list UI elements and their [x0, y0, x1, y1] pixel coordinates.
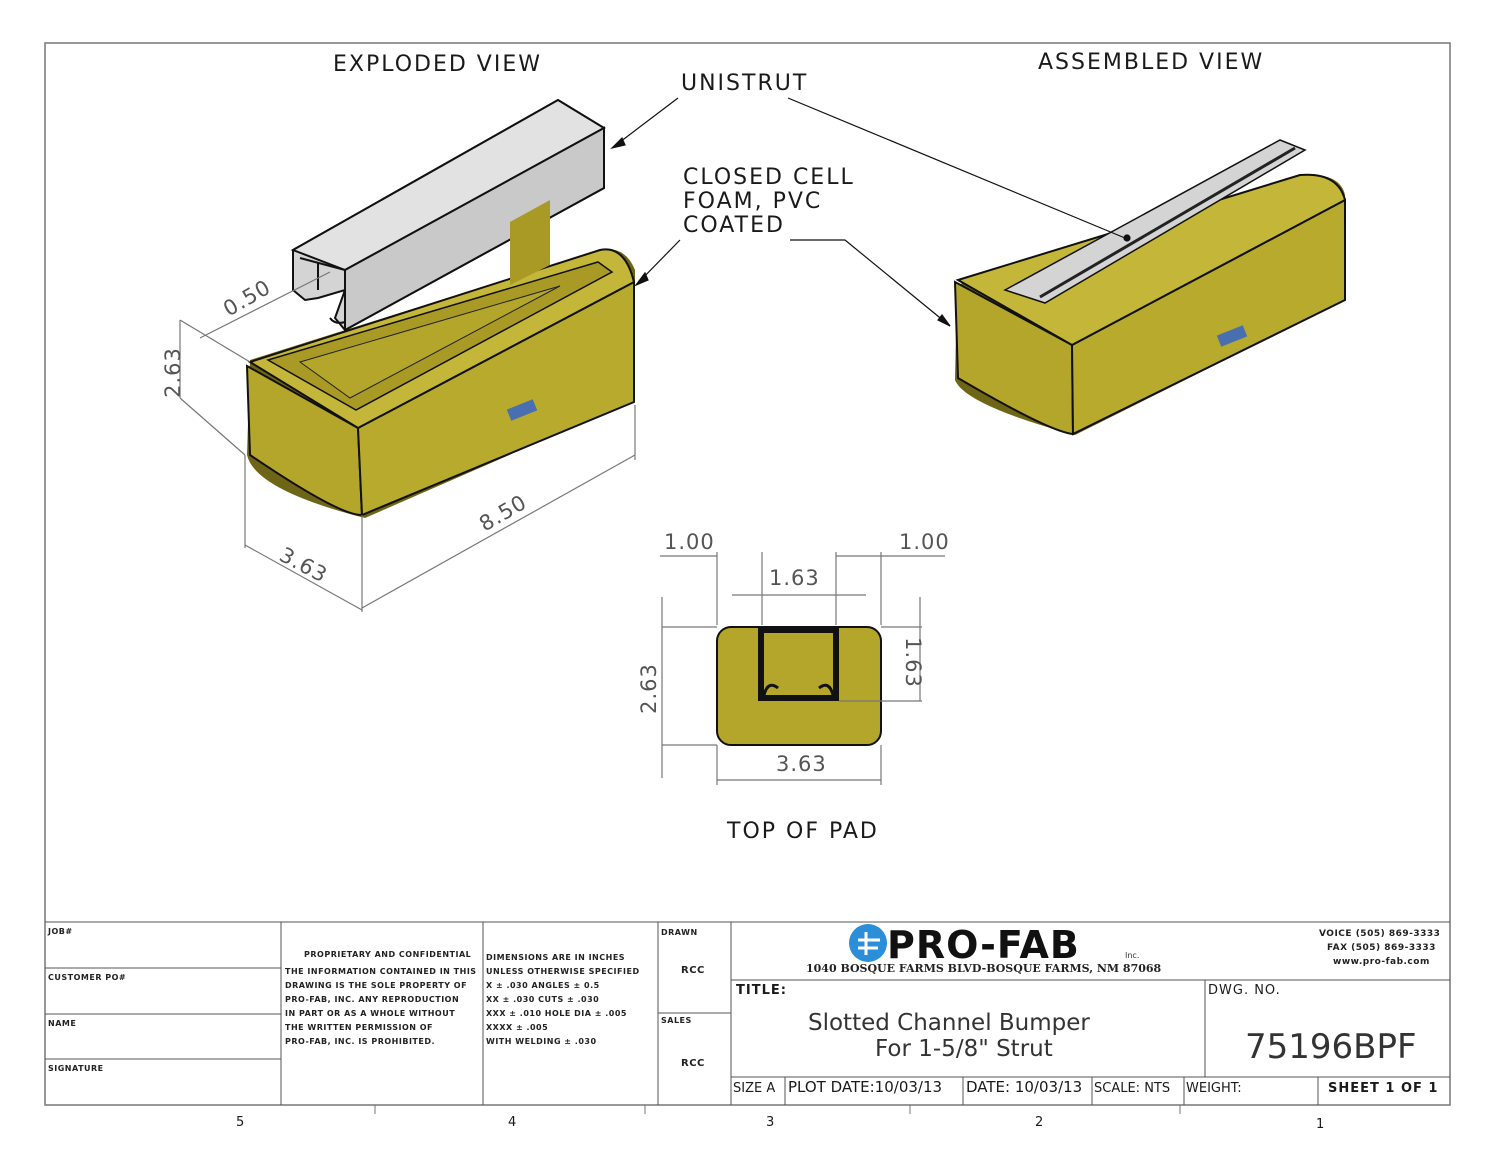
zone-number: 5: [236, 1115, 246, 1130]
foam-callout-line-3: COATED: [683, 213, 785, 238]
drawing-weight: WEIGHT:: [1186, 1081, 1242, 1096]
title-block-grid: [45, 921, 1450, 1105]
exploded-view: [179, 98, 636, 612]
signature-label: SIGNATURE: [48, 1064, 104, 1073]
sheet-number: SHEET 1 OF 1: [1328, 1081, 1439, 1096]
exploded-strut: [290, 98, 606, 332]
company-suffix: Inc.: [1125, 951, 1140, 960]
dim-slot-height: 1.63: [900, 637, 925, 688]
job-label: JOB#: [48, 927, 73, 936]
top-dimension-lines: [660, 552, 945, 785]
drawing-scale: SCALE: NTS: [1094, 1081, 1171, 1096]
dim-height: 2.63: [160, 347, 185, 398]
customer-po-label: CUSTOMER PO#: [48, 973, 127, 982]
zone-number: 3: [766, 1115, 776, 1130]
tolerance-line: UNLESS OTHERWISE SPECIFIED: [486, 967, 640, 976]
drawn-label: DRAWN: [661, 928, 698, 937]
exploded-foam-block: [245, 248, 636, 518]
dwg-number: 75196BPF: [1245, 1027, 1417, 1067]
tolerance-line: XXX ± .010 HOLE DIA ± .005: [486, 1009, 627, 1018]
proprietary-line: PRO-FAB, INC. IS PROHIBITED.: [285, 1037, 436, 1046]
proprietary-line: THE WRITTEN PERMISSION OF: [285, 1023, 434, 1032]
assembled-view-title: ASSEMBLED VIEW: [1038, 50, 1265, 75]
drawing-title-line-1: Slotted Channel Bumper: [808, 1010, 1090, 1036]
title-label: TITLE:: [736, 983, 787, 998]
assembled-view: [953, 139, 1347, 436]
sales-label: SALES: [661, 1016, 692, 1025]
exploded-view-title: EXPLODED VIEW: [333, 52, 542, 77]
drawing-date: DATE: 10/03/13: [966, 1078, 1083, 1096]
sheet-size: SIZE A: [733, 1081, 776, 1096]
tolerance-line: DIMENSIONS ARE IN INCHES: [486, 953, 626, 962]
tolerance-line: XXXX ± .005: [486, 1023, 549, 1032]
unistrut-callout: UNISTRUT: [681, 71, 809, 96]
tolerance-line: XX ± .030 CUTS ± .030: [486, 995, 600, 1004]
dim-slot-width: 1.63: [769, 566, 820, 590]
dim-pad-width: 3.63: [776, 752, 827, 776]
proprietary-line: PRO-FAB, INC. ANY REPRODUCTION: [285, 995, 460, 1004]
drawing-title-line-2: For 1-5/8" Strut: [875, 1036, 1053, 1062]
contact-web: www.pro-fab.com: [1333, 957, 1430, 967]
proprietary-line: IN PART OR AS A WHOLE WITHOUT: [285, 1009, 456, 1018]
zone-number: 4: [508, 1115, 518, 1130]
top-of-pad-view: [660, 552, 945, 785]
dwg-no-label: DWG. NO.: [1208, 983, 1281, 998]
zone-number: 2: [1035, 1115, 1045, 1130]
sales-by: RCC: [681, 1058, 705, 1069]
proprietary-line: THE INFORMATION CONTAINED IN THIS: [285, 967, 477, 976]
dim-left-margin: 1.00: [664, 530, 715, 554]
dim-right-margin: 1.00: [899, 530, 950, 554]
zone-number: 1: [1316, 1117, 1326, 1132]
logo-decal: [506, 399, 538, 421]
assembled-strut: [1003, 139, 1307, 304]
foam-callout-line-2: FOAM, PVC: [683, 189, 823, 214]
sheet-border: [44, 42, 1451, 1106]
tolerance-line: X ± .030 ANGLES ± 0.5: [486, 981, 600, 990]
pro-fab-logo-mark: [849, 924, 887, 962]
tolerance-line: WITH WELDING ± .030: [486, 1037, 597, 1046]
dim-pad-height: 2.63: [636, 663, 661, 714]
proprietary-line: DRAWING IS THE SOLE PROPERTY OF: [285, 981, 468, 990]
name-label: NAME: [48, 1019, 77, 1028]
company-name: PRO-FAB: [887, 923, 1080, 967]
logo-decal: [1216, 325, 1248, 347]
contact-voice: VOICE (505) 869-3333: [1319, 929, 1441, 939]
plot-date: PLOT DATE:10/03/13: [788, 1078, 943, 1096]
company-address: 1040 BOSQUE FARMS BLVD-BOSQUE FARMS, NM …: [806, 962, 1162, 975]
leader-lines: [610, 97, 1131, 327]
top-of-pad-title: TOP OF PAD: [727, 819, 879, 844]
proprietary-heading: PROPRIETARY AND CONFIDENTIAL: [304, 950, 472, 959]
zone-ticks: [374, 1105, 1181, 1114]
contact-fax: FAX (505) 869-3333: [1327, 943, 1436, 953]
exploded-dimension-lines: [179, 271, 636, 612]
drawn-by: RCC: [681, 965, 705, 976]
foam-callout-line-1: CLOSED CELL: [683, 165, 855, 190]
